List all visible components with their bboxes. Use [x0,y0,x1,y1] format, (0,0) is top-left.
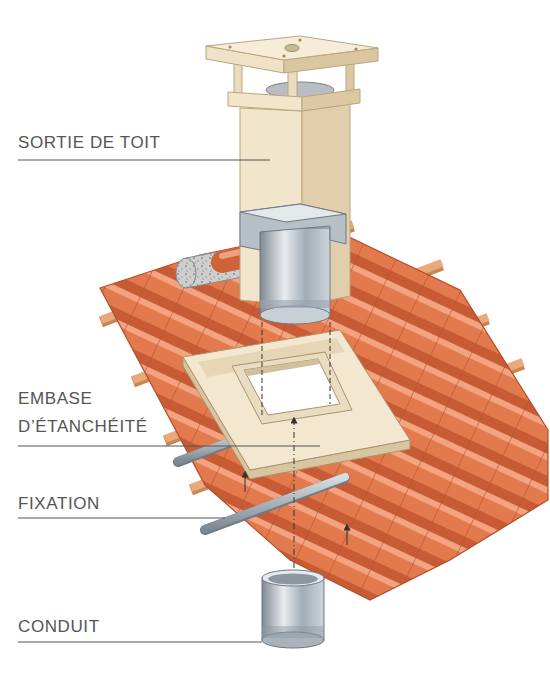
part-label: SORTIE DE TOIT [18,133,164,153]
sealing-plate [183,330,410,479]
leader-line [18,160,270,161]
steel-adapter [240,204,346,250]
steel-adapter [260,306,330,324]
chimney-outlet [302,89,360,111]
sealing-plate [183,330,410,470]
leader-line [18,518,225,519]
flue-pipe [262,570,324,648]
steel-adapter [240,204,346,324]
part-label-text: CONDUIT [18,617,103,636]
sealing-plate [232,352,352,424]
part-label: FIXATION [18,494,103,514]
sealing-plate [244,359,340,415]
roof-tiles [100,228,548,600]
ridge-mortar [176,258,196,288]
chimney-outlet [354,47,357,50]
flue-pipe [268,574,318,585]
chimney-outlet [298,38,301,41]
chimney-outlet [285,45,299,52]
chimney-outlet [206,36,378,60]
chimney-outlet [282,54,285,57]
part-label: EMBASE D’ÉTANCHÉITÉ [18,385,168,441]
sealing-plate [244,359,320,376]
flue-pipe [262,578,324,640]
chimney-outlet [228,92,302,111]
part-label-text: FIXATION [18,494,103,513]
flue-pipe [262,570,324,586]
assembly-guide [245,474,246,492]
fixation-rod [205,478,345,530]
part-label-text: EMBASE D’ÉTANCHÉITÉ [18,389,151,436]
fixation-rod [205,477,345,529]
leader-line [18,446,320,447]
chimney-outlet [228,45,231,48]
assembly-guide [330,322,331,404]
part-label: CONDUIT [18,617,103,637]
leader-line [18,160,320,642]
steel-adapter [240,204,346,222]
steel-adapter [260,228,330,315]
assembly-guide [245,322,347,568]
assembly-guide [294,420,295,568]
leader-line [18,642,262,643]
steel-adapter [260,300,330,308]
assembly-guide [347,527,348,545]
part-label-text: SORTIE DE TOIT [18,133,164,152]
flue-pipe [262,626,324,638]
assembly-guide [262,322,263,418]
